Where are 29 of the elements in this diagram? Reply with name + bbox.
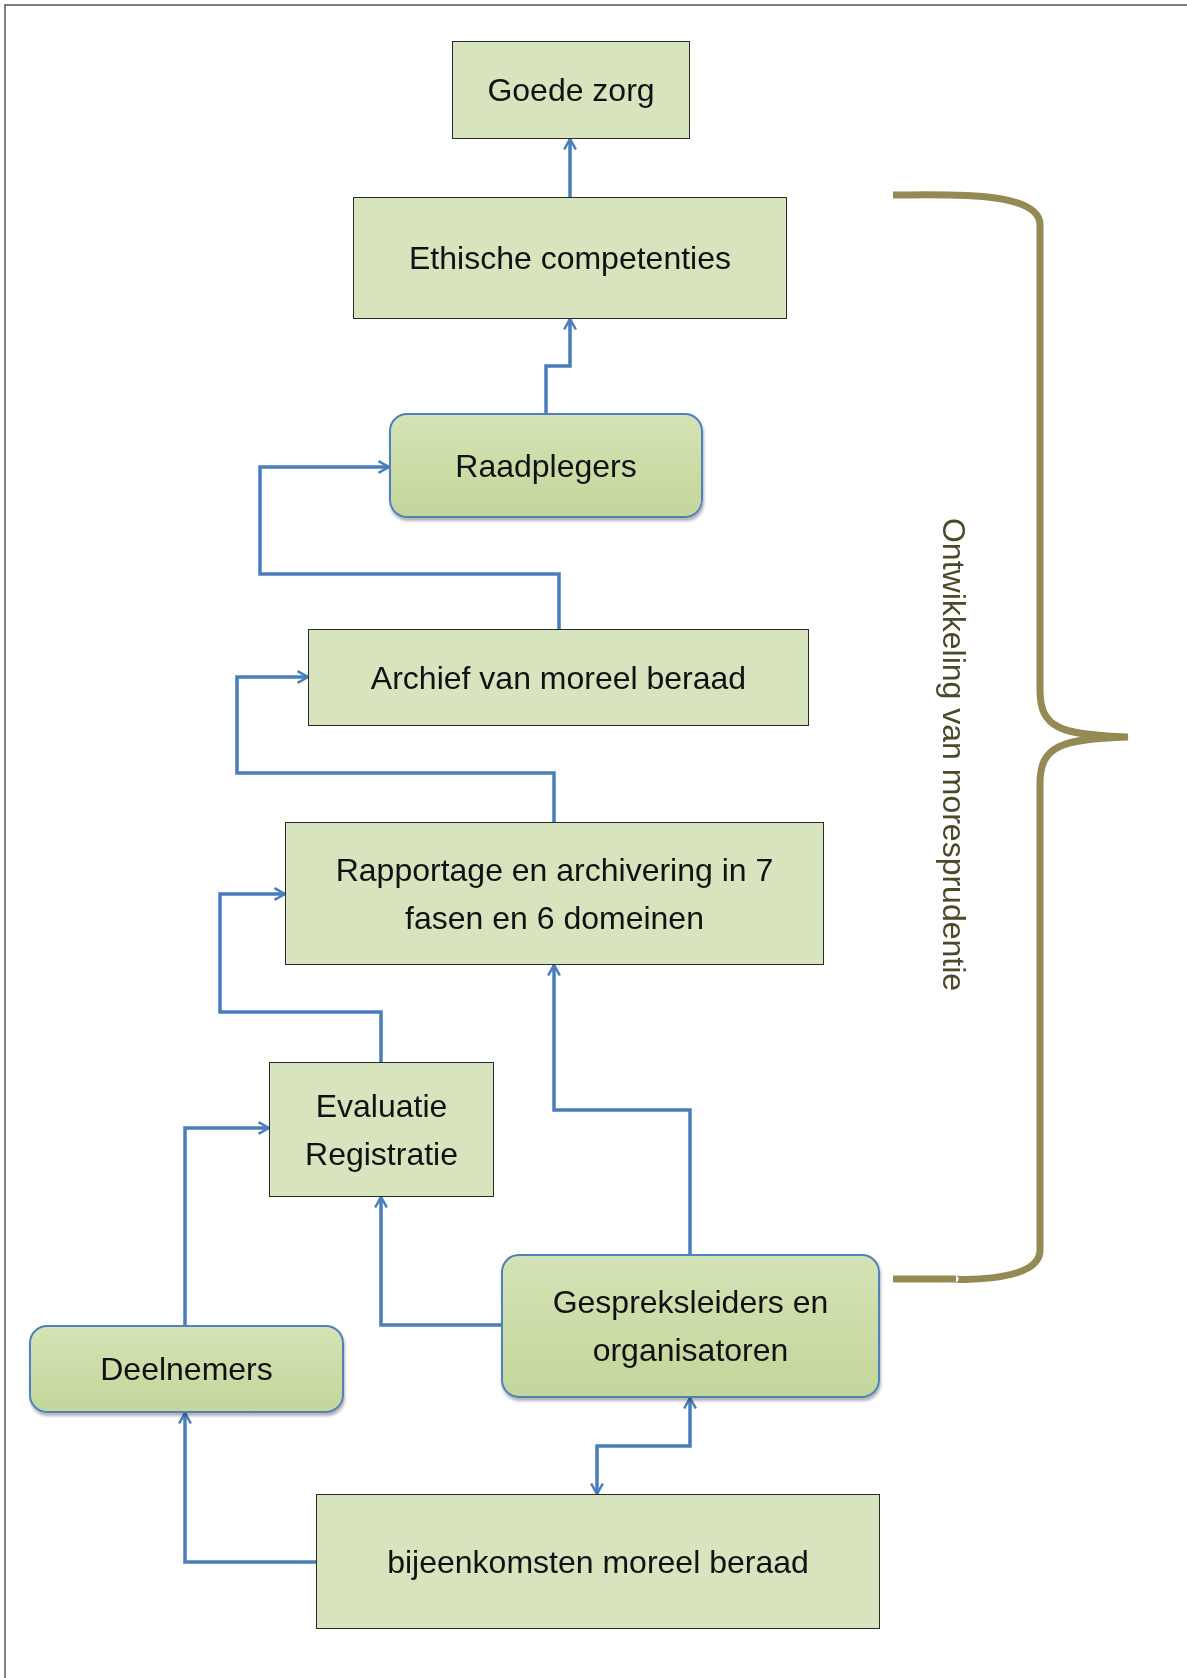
arrow — [177, 1411, 316, 1564]
process-box — [353, 197, 787, 319]
process-box — [452, 41, 690, 139]
rounded-box — [389, 413, 703, 518]
box-label: Ethische competenties — [409, 239, 731, 278]
arrow — [546, 963, 692, 1254]
arrow — [258, 459, 561, 629]
arrow — [373, 1195, 501, 1327]
box-label: Gespreksleiders en organisatoren — [551, 1283, 830, 1370]
process-box — [285, 822, 824, 965]
box-label: Rapportage en archivering in 7 fasen en 6 domeinen — [334, 850, 775, 938]
rounded-box — [501, 1254, 880, 1398]
box-label: Goede zorg — [487, 71, 655, 110]
box-label: bijeenkomsten moreel beraad — [387, 1542, 809, 1582]
box-label: Raadplegers — [455, 446, 637, 486]
arrow — [589, 1396, 698, 1496]
process-box — [316, 1494, 880, 1629]
arrow — [562, 137, 578, 197]
arrow — [544, 317, 578, 413]
box-label: Evaluatie Registratie — [304, 1086, 459, 1174]
rounded-box — [29, 1325, 344, 1413]
brace-label: Ontwikkeling van moresprudentie — [934, 517, 972, 991]
arrow — [183, 1120, 271, 1325]
process-box — [269, 1062, 494, 1197]
arrow — [235, 669, 556, 822]
box-label: Deelnemers — [100, 1350, 273, 1389]
box-label: Archief van moreel beraad — [370, 658, 747, 698]
arrow — [218, 886, 383, 1062]
process-box — [308, 629, 809, 726]
